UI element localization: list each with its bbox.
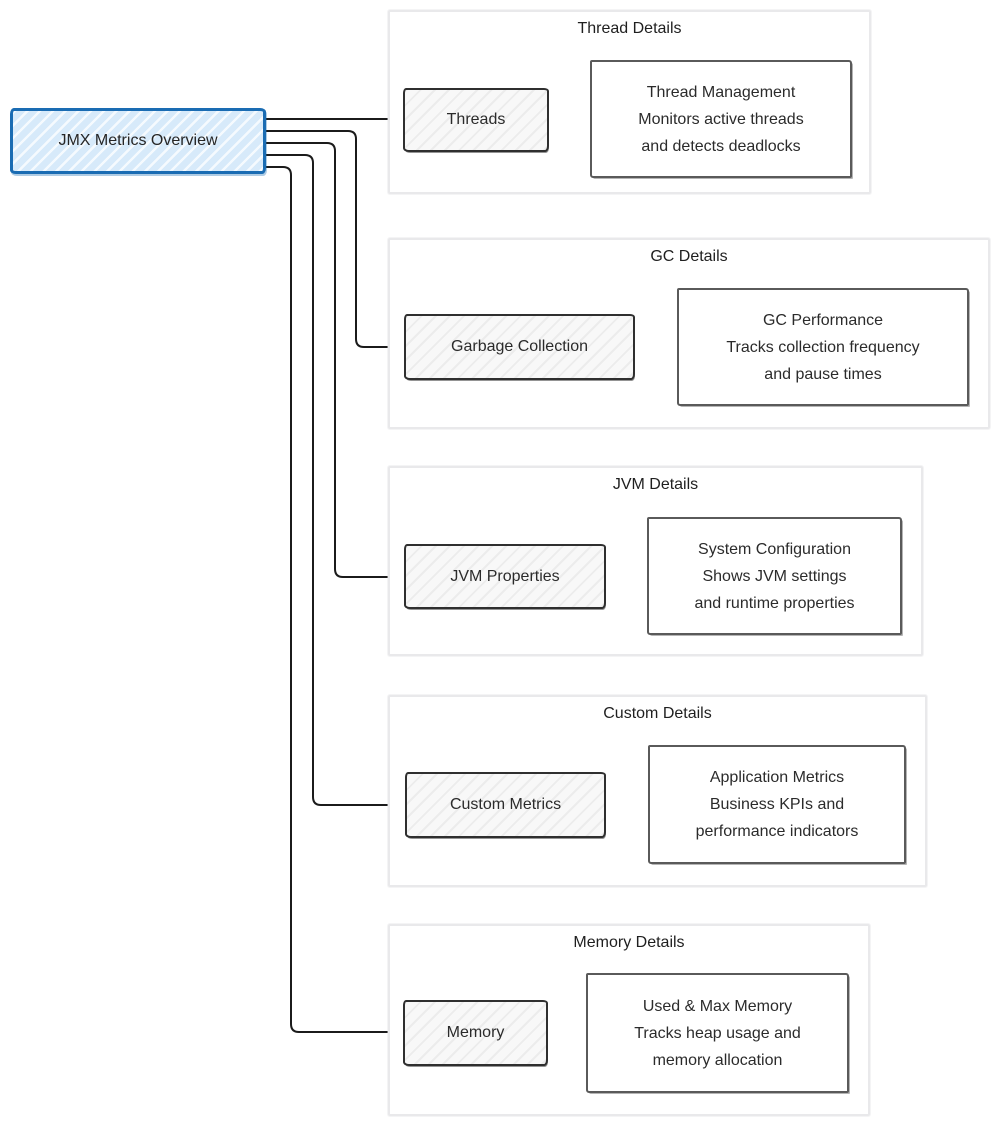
desc-line: Shows JVM settings [702, 567, 847, 585]
edge-overview-to-jvm-properties [265, 142, 401, 583]
edge-overview-to-custom-metrics [265, 154, 402, 811]
desc-line: Application Metrics [709, 769, 845, 786]
node-custom-metrics: Custom Metrics [405, 772, 606, 838]
section-title-memory-details: Memory Details [573, 934, 685, 951]
desc-line: Tracks collection frequency [726, 338, 920, 356]
desc-line: Business KPIs and [709, 796, 845, 813]
desc-line: and pause times [764, 365, 882, 383]
desc-line: System Configuration [698, 540, 851, 558]
edge-overview-to-garbage-collection [265, 130, 402, 353]
node-jmx-metrics-overview: JMX Metrics Overview [10, 108, 266, 174]
node-jvm-properties: JVM Properties [404, 544, 606, 609]
node-jvm-properties-label: JVM Properties [450, 567, 560, 585]
node-threads: Threads [403, 88, 549, 152]
desc-line: memory allocation [652, 1051, 783, 1069]
desc-used-max-memory: Used & Max Memory Tracks heap usage and … [586, 973, 849, 1093]
desc-line: Monitors active threads [638, 110, 804, 128]
desc-line: and detects deadlocks [641, 137, 801, 155]
section-title-gc-details: GC Details [650, 248, 728, 265]
desc-system-configuration: System Configuration Shows JVM settings … [647, 517, 902, 635]
desc-line: performance indicators [695, 823, 859, 840]
node-memory: Memory [403, 1000, 548, 1066]
desc-line: Used & Max Memory [642, 997, 793, 1015]
node-memory-label: Memory [446, 1024, 505, 1041]
node-threads-label: Threads [446, 111, 506, 128]
node-custom-metrics-label: Custom Metrics [449, 796, 562, 813]
edge-overview-to-memory [265, 166, 400, 1038]
node-jmx-metrics-overview-label: JMX Metrics Overview [58, 132, 218, 149]
desc-gc-performance: GC Performance Tracks collection frequen… [677, 288, 969, 406]
desc-line: Tracks heap usage and [634, 1024, 801, 1042]
section-title-jvm-details: JVM Details [612, 476, 699, 493]
node-garbage-collection: Garbage Collection [404, 314, 635, 380]
desc-line: GC Performance [762, 311, 884, 329]
desc-line: and runtime properties [694, 594, 855, 612]
desc-line: Thread Management [646, 83, 796, 101]
section-title-thread-details: Thread Details [577, 20, 682, 37]
desc-thread-management: Thread Management Monitors active thread… [590, 60, 852, 178]
node-garbage-collection-label: Garbage Collection [451, 338, 588, 355]
desc-application-metrics: Application Metrics Business KPIs and pe… [648, 745, 906, 864]
section-title-custom-details: Custom Details [603, 705, 712, 722]
